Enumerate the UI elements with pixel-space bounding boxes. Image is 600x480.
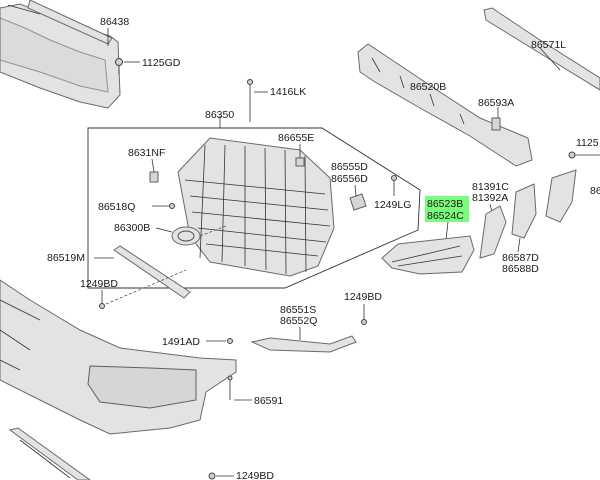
label-1249BD-c: 1249BD — [236, 470, 274, 480]
bolt-1125 — [568, 151, 576, 159]
label-86523B: 86523B — [427, 198, 463, 210]
label-1249LG: 1249LG — [374, 199, 411, 211]
label-86571L: 86571L — [531, 39, 566, 51]
label-86593A: 86593A — [478, 97, 514, 109]
radiator-grille — [177, 137, 335, 277]
label-1416LK: 1416LK — [270, 86, 306, 98]
license-plate-bracket-86519M — [113, 245, 191, 299]
label-86518Q: 86518Q — [98, 201, 135, 213]
label-1249BD-a: 1249BD — [80, 278, 118, 290]
label-1491AD: 1491AD — [162, 336, 200, 348]
label-86519M: 86519M — [47, 252, 85, 264]
bolt-1125GD — [115, 58, 123, 74]
emblem-86300B — [171, 226, 201, 246]
label-86591: 86591 — [254, 395, 283, 407]
label-86438: 86438 — [100, 16, 129, 28]
label-86556D: 86556D — [331, 173, 368, 185]
label-86587D: 86587D — [502, 252, 539, 264]
label-86350: 86350 — [205, 109, 234, 121]
highlight-86523B — [425, 196, 469, 222]
label-86520B: 86520B — [410, 81, 446, 93]
label-81392A: 81392A — [472, 192, 508, 204]
bumper-cover — [0, 279, 237, 435]
label-86655E: 86655E — [278, 132, 314, 144]
bracket-8631NF — [149, 171, 159, 183]
label-86551S: 86551S — [280, 304, 316, 316]
label-1125GD: 1125GD — [142, 57, 181, 69]
beam-86520B — [357, 43, 533, 167]
side-piece-1 — [511, 183, 537, 239]
label-1125-partial: 1125 — [576, 137, 599, 149]
bracket-86551S — [250, 335, 357, 353]
clip-86655E — [295, 157, 305, 167]
bolt-1249BD-c — [208, 472, 216, 480]
label-86588D: 86588D — [502, 263, 539, 275]
label-8631NF: 8631NF — [128, 147, 165, 159]
label-86300B: 86300B — [114, 222, 150, 234]
rail-86571L — [483, 7, 600, 91]
lamp-cover-86523B — [381, 235, 475, 275]
clip-86593A — [491, 117, 501, 131]
side-piece-2 — [545, 169, 577, 223]
label-86555D: 86555D — [331, 161, 368, 173]
label-81391C: 81391C — [472, 181, 509, 193]
grille-assembly-box — [87, 127, 421, 289]
upper-cover-part — [0, 0, 121, 109]
label-86524C: 86524C — [427, 210, 464, 222]
lower-strip — [8, 427, 91, 480]
label-86552Q: 86552Q — [280, 315, 317, 327]
label-86-partial: 86 — [590, 185, 600, 197]
bracket-81391C — [479, 205, 507, 259]
label-1249BD-b: 1249BD — [344, 291, 382, 303]
bracket-86555D — [349, 193, 367, 211]
